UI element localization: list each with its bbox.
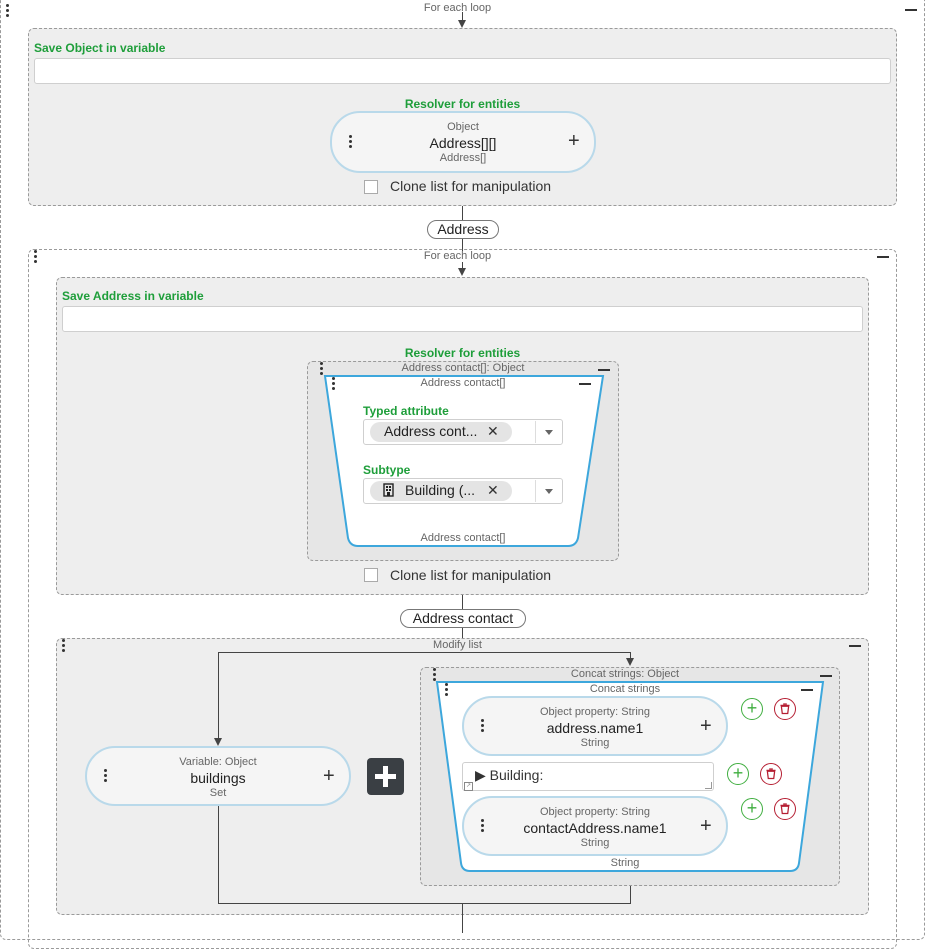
outer-loop-menu-icon[interactable]: [5, 4, 9, 18]
card-collapse-icon[interactable]: [579, 383, 591, 385]
variable-node-add-icon[interactable]: +: [323, 765, 335, 787]
prop2-menu-icon[interactable]: [480, 819, 484, 833]
concat-card-title: Concat strings: [589, 683, 661, 695]
add-operation-button[interactable]: [367, 758, 404, 795]
outer-loop-collapse-icon[interactable]: [905, 9, 917, 11]
prop2-add-icon[interactable]: +: [700, 815, 712, 837]
building-icon: [383, 483, 394, 497]
card-title: Address contact[]: [420, 377, 506, 389]
subtype-clear-icon[interactable]: ✕: [487, 482, 499, 498]
prop2-type: Object property: String: [539, 806, 651, 818]
variable-node-name: buildings: [190, 770, 246, 786]
outer-loop-caption: For each loop: [423, 2, 492, 14]
typed-attribute-label: Typed attribute: [363, 404, 449, 418]
subtype-value: Building (...: [405, 482, 476, 498]
card-menu-icon[interactable]: [331, 377, 335, 391]
subtype-dropdown-icon[interactable]: [545, 489, 553, 494]
concat-card-collapse-icon[interactable]: [801, 689, 813, 691]
concat-text-input[interactable]: ▶ Building: ↗: [462, 762, 714, 791]
clone-list-label-2: Clone list for manipulation: [390, 567, 552, 583]
typed-attribute-value: Address cont...: [384, 423, 478, 439]
prop2-result-type: String: [580, 837, 610, 849]
prop1-menu-icon[interactable]: [480, 719, 484, 733]
concat-card-bottom-type: String: [610, 857, 640, 869]
expand-text-icon[interactable]: ↗: [464, 782, 473, 791]
resize-handle-icon[interactable]: [705, 782, 712, 789]
address-contact-card[interactable]: [320, 373, 608, 550]
inner-loop-collapse-icon[interactable]: [877, 256, 889, 258]
typed-attribute-chip: Address cont...: [370, 422, 512, 442]
concat-group-menu-icon[interactable]: [432, 668, 436, 682]
variable-node-menu-icon[interactable]: [103, 769, 107, 783]
save-address-label: Save Address in variable: [62, 289, 204, 303]
typed-attribute-dropdown-icon[interactable]: [545, 430, 553, 435]
group-menu-icon[interactable]: [319, 362, 323, 376]
node-type: Object: [447, 121, 479, 133]
text-delete-icon[interactable]: [760, 763, 782, 785]
save-address-variable-input[interactable]: [62, 306, 863, 332]
prop1-add-circle-icon[interactable]: +: [741, 698, 763, 720]
subtype-chip: Building (...: [370, 481, 512, 501]
address-tag: Address: [427, 220, 499, 239]
concat-group-caption: Concat strings: Object: [570, 668, 680, 680]
modify-list-collapse-icon[interactable]: [849, 645, 861, 647]
prop2-add-circle-icon[interactable]: +: [741, 798, 763, 820]
address-contact-tag: Address contact: [400, 609, 526, 628]
node-menu-icon[interactable]: [348, 135, 352, 149]
clone-list-checkbox-2[interactable]: [364, 568, 378, 582]
save-object-variable-input[interactable]: [34, 58, 891, 84]
node-name: Address[][]: [429, 135, 497, 151]
prop1-type: Object property: String: [539, 706, 651, 718]
save-object-resolver-label: Resolver for entities: [404, 97, 521, 111]
modify-list-menu-icon[interactable]: [61, 639, 65, 653]
node-add-icon[interactable]: +: [568, 130, 580, 152]
group-caption: Address contact[]: Object: [401, 362, 525, 374]
typed-attribute-clear-icon[interactable]: ✕: [487, 423, 499, 439]
prop2-name: contactAddress.name1: [523, 820, 667, 836]
inner-loop-caption: For each loop: [423, 250, 492, 262]
inner-loop-menu-icon[interactable]: [33, 250, 37, 264]
prop2-delete-icon[interactable]: [774, 798, 796, 820]
group-collapse-icon[interactable]: [598, 369, 610, 371]
concat-card-menu-icon[interactable]: [444, 683, 448, 697]
prop1-delete-icon[interactable]: [774, 698, 796, 720]
address-name1-node[interactable]: Object property: String address.name1 St…: [462, 696, 728, 756]
subtype-label: Subtype: [363, 463, 411, 477]
variable-node-result-type: Set: [209, 787, 227, 799]
prop1-add-icon[interactable]: +: [700, 715, 712, 737]
modify-list-caption: Modify list: [433, 639, 482, 651]
concat-group-collapse-icon[interactable]: [820, 675, 832, 677]
concat-text-value: ▶ Building:: [475, 767, 544, 783]
text-add-circle-icon[interactable]: +: [727, 763, 749, 785]
prop1-name: address.name1: [546, 720, 644, 736]
variable-node-type: Variable: Object: [179, 756, 257, 768]
node-result-type: Address[]: [439, 152, 487, 164]
contact-address-name1-node[interactable]: Object property: String contactAddress.n…: [462, 796, 728, 856]
card-bottom-type: Address contact[]: [420, 532, 506, 544]
prop1-result-type: String: [580, 737, 610, 749]
buildings-variable-node[interactable]: Variable: Object buildings Set +: [85, 746, 351, 806]
object-resolver-node[interactable]: Object Address[][] Address[] +: [330, 111, 596, 173]
clone-list-label: Clone list for manipulation: [390, 178, 552, 194]
clone-list-checkbox[interactable]: [364, 180, 378, 194]
save-address-resolver-label: Resolver for entities: [404, 346, 521, 360]
save-object-label: Save Object in variable: [34, 41, 166, 55]
